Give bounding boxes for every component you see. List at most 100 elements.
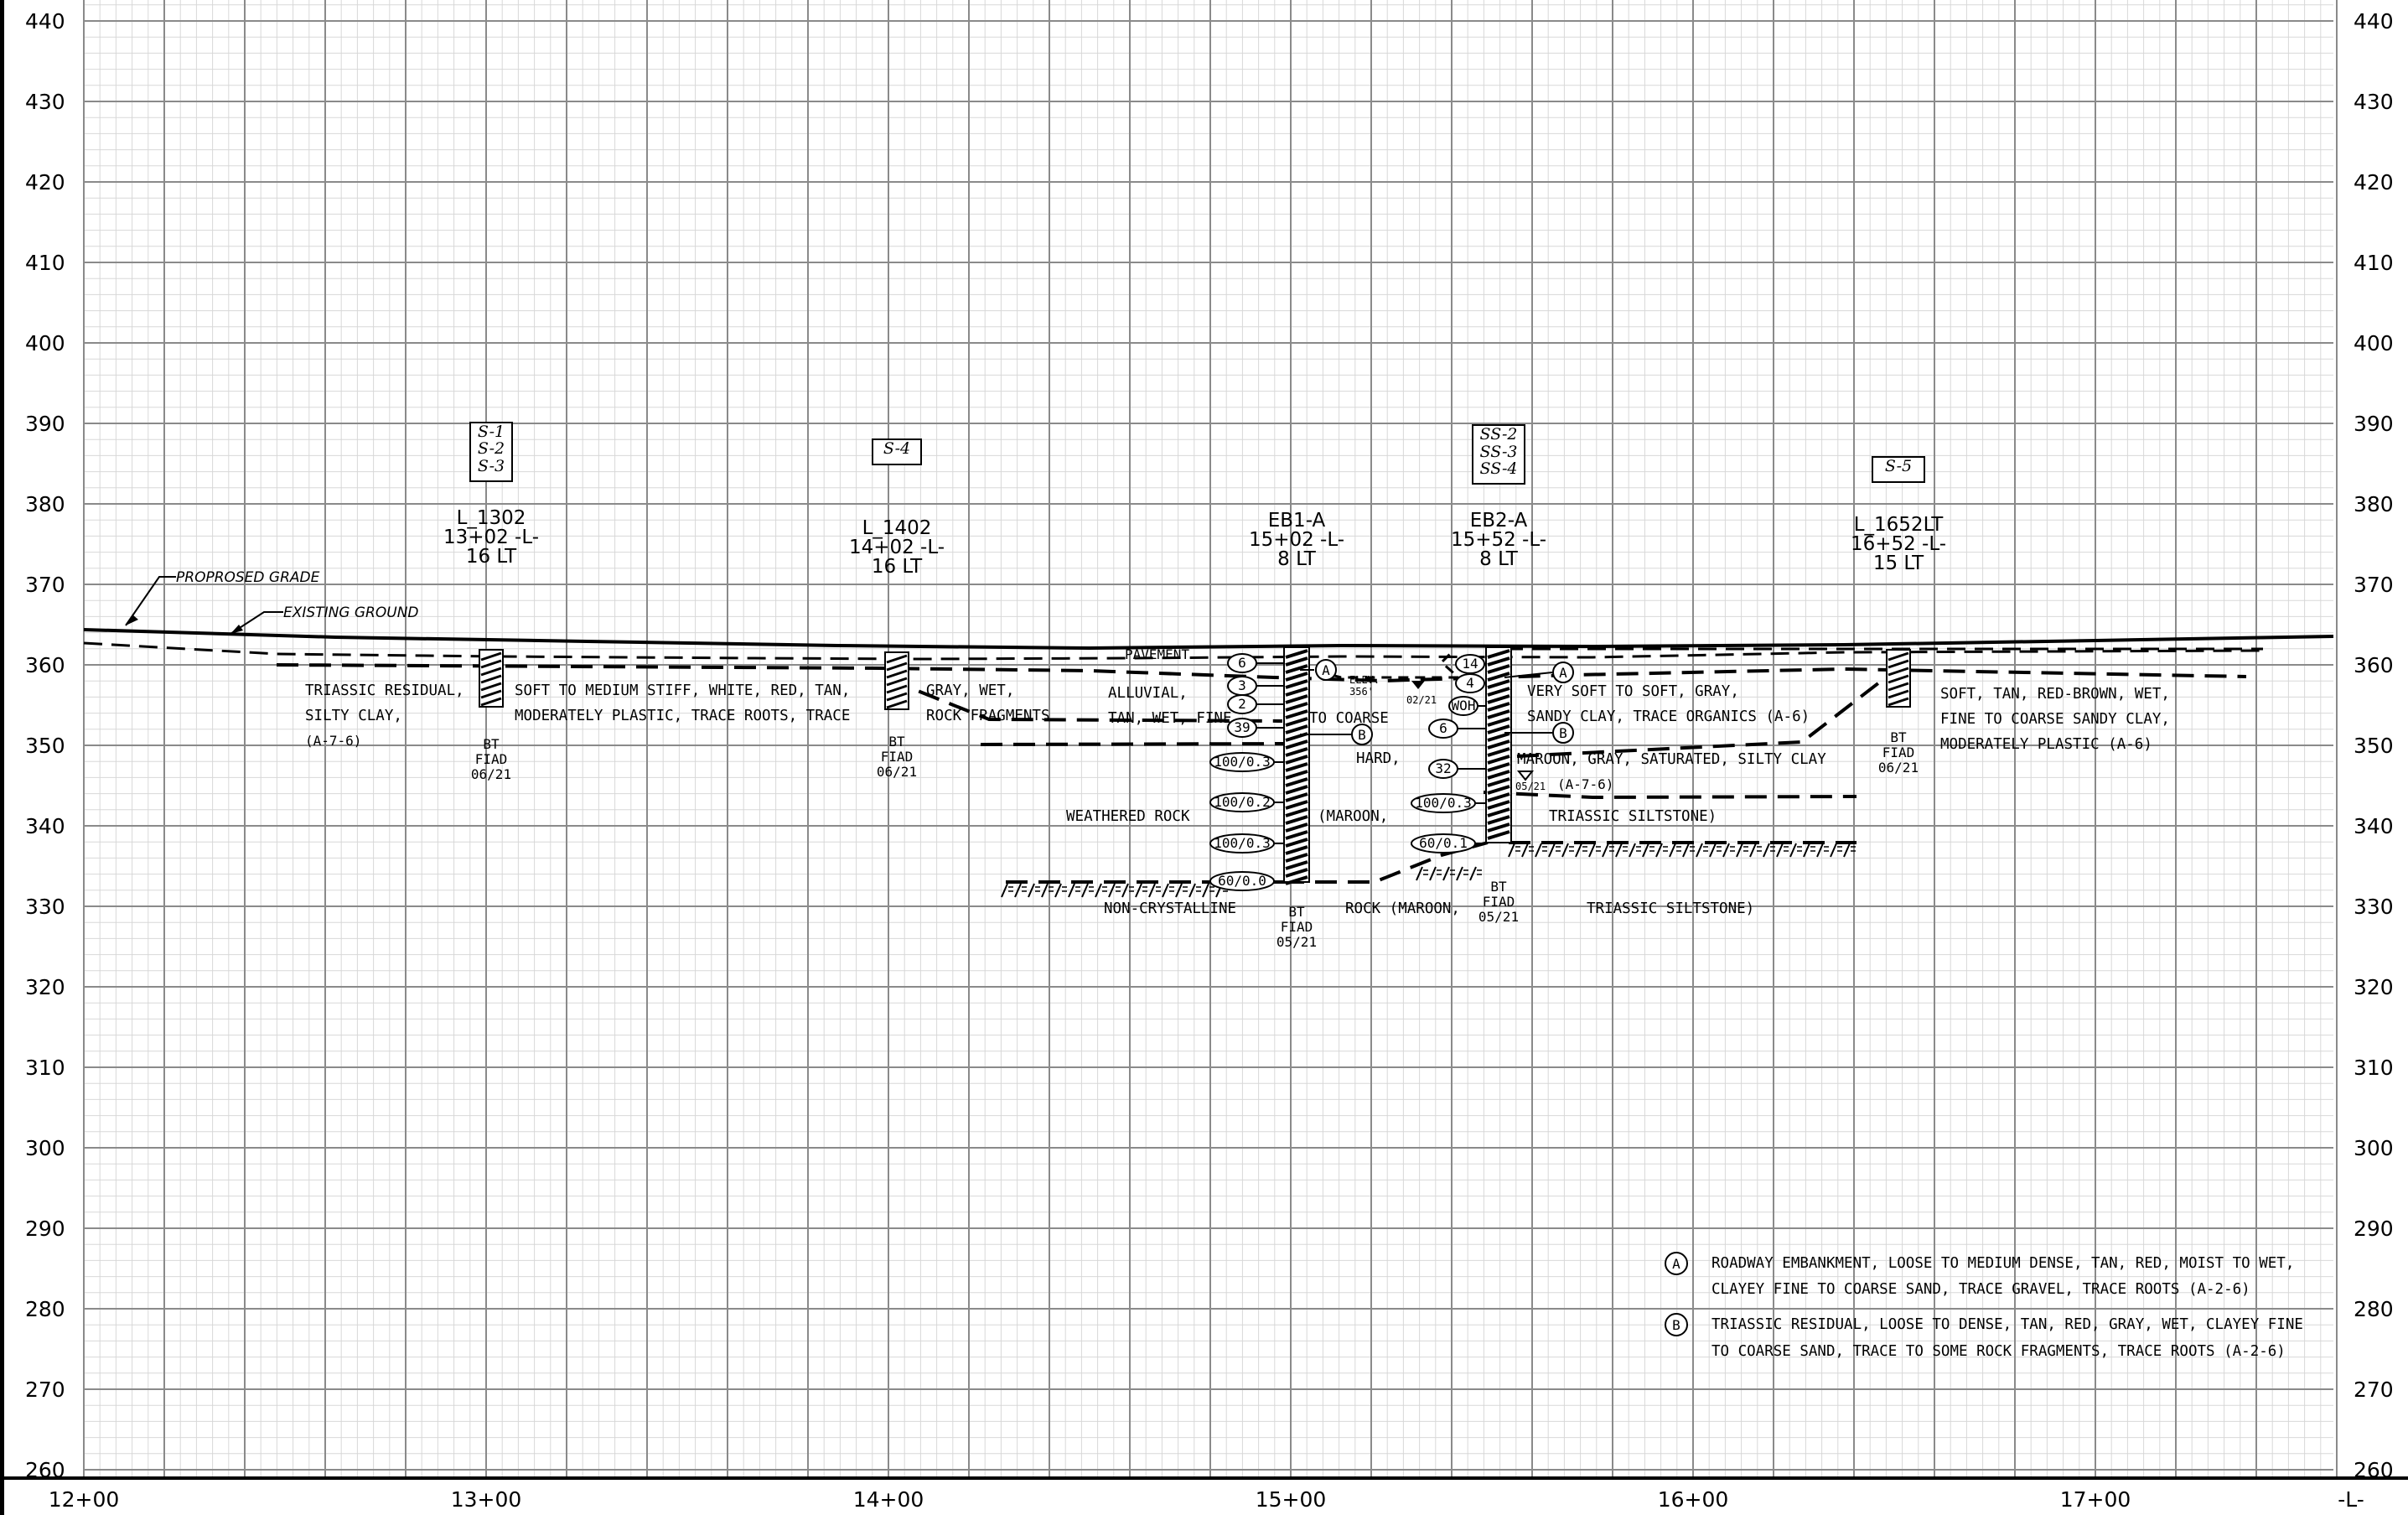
rock-line-mid bbox=[1282, 841, 1489, 884]
elevation-label: 330 bbox=[2354, 895, 2394, 919]
elevation-label: 320 bbox=[2354, 975, 2394, 999]
stratum-text: SANDY CLAY, TRACE ORGANICS (A-6) bbox=[1527, 708, 1810, 725]
stratum-text: MAROON, GRAY, SATURATED, SILTY CLAY bbox=[1517, 751, 1826, 768]
marker-b-text: B bbox=[1358, 727, 1366, 743]
boring-bt: BT bbox=[1288, 904, 1305, 920]
elevation-label: 380 bbox=[2354, 492, 2394, 516]
rock-hatch-pattern bbox=[1001, 843, 1856, 898]
station-label: 13+00 bbox=[451, 1487, 522, 1512]
stratum-text: VERY SOFT TO SOFT, GRAY, bbox=[1527, 683, 1739, 700]
boring-id: L_1402 bbox=[862, 517, 932, 539]
boring-date: 06/21 bbox=[877, 764, 917, 780]
elevation-label: 340 bbox=[25, 814, 65, 838]
legend-symbol-b: B bbox=[1672, 1317, 1680, 1333]
elevation-label: 330 bbox=[25, 895, 65, 919]
blow-count: 32 bbox=[1435, 760, 1451, 776]
marker-a bbox=[1315, 659, 1337, 681]
station-label: 17+00 bbox=[2060, 1487, 2131, 1512]
elevation-label: 420 bbox=[25, 170, 65, 195]
grade-callouts: PROPROSED GRADE EXISTING GROUND bbox=[125, 569, 419, 635]
boring-bt: BT bbox=[1490, 879, 1507, 895]
sample-label: S-4 bbox=[883, 439, 910, 458]
stratum-text: (A-7-6) bbox=[305, 733, 361, 749]
station-label: 14+00 bbox=[853, 1487, 924, 1512]
elev-label: ELEV. bbox=[1349, 674, 1380, 686]
marker-b-text: B bbox=[1559, 725, 1567, 741]
elevation-label: 380 bbox=[25, 492, 65, 516]
stratum-text: ROCK FRAGMENTS bbox=[926, 708, 1050, 724]
boring-id: EB1-A bbox=[1268, 510, 1326, 532]
blow-count: WOH bbox=[1452, 698, 1476, 713]
water-date: 05/21 bbox=[1515, 781, 1546, 792]
stratum-text: SOFT TO MEDIUM STIFF, WHITE, RED, TAN, bbox=[515, 682, 850, 699]
boring-bt: BT bbox=[483, 736, 500, 752]
stratum-text: TRIASSIC SILTSTONE) bbox=[1587, 900, 1754, 917]
boring-offset: 15 LT bbox=[1873, 553, 1924, 574]
elevation-label: 420 bbox=[2354, 170, 2394, 195]
elevation-label: 360 bbox=[2354, 653, 2394, 677]
boring-date: 06/21 bbox=[1878, 760, 1919, 776]
marker-a bbox=[1552, 662, 1574, 683]
stratum-text: MODERATELY PLASTIC (A-6) bbox=[1940, 736, 2152, 753]
blow-count: 39 bbox=[1234, 719, 1250, 735]
legend-text: ROADWAY EMBANKMENT, LOOSE TO MEDIUM DENS… bbox=[1711, 1255, 2294, 1272]
station-label: 15+00 bbox=[1256, 1487, 1327, 1512]
blow-count: 100/0.3 bbox=[1214, 754, 1270, 770]
elevation-label: 360 bbox=[25, 653, 65, 677]
elevation-label: 350 bbox=[25, 734, 65, 758]
blow-count: 14 bbox=[1462, 656, 1478, 672]
boring-offset: 16 LT bbox=[872, 556, 923, 578]
legend-text: TO COARSE SAND, TRACE TO SOME ROCK FRAGM… bbox=[1711, 1343, 2286, 1360]
stratum-boundary-alluvial bbox=[980, 742, 1292, 746]
stratum-text: TRIASSIC SILTSTONE) bbox=[1549, 808, 1717, 825]
elevation-label: 300 bbox=[2354, 1136, 2394, 1160]
blow-count: 6 bbox=[1439, 720, 1447, 736]
stratum-text: FINE TO COARSE SANDY CLAY, bbox=[1940, 711, 2170, 728]
boring-station: 16+52 -L- bbox=[1851, 533, 1946, 555]
blow-count: 100/0.3 bbox=[1415, 795, 1471, 811]
elevation-label: 350 bbox=[2354, 734, 2394, 758]
blow-count: 6 bbox=[1238, 655, 1246, 671]
elevation-label: 390 bbox=[2354, 412, 2394, 436]
boring-id: L_1302 bbox=[457, 507, 526, 529]
water-table-icon bbox=[1411, 681, 1425, 689]
elevation-label: 280 bbox=[25, 1297, 65, 1321]
elevation-axis-left: 4404304204104003903803703603503403303203… bbox=[25, 9, 65, 1482]
elevation-label: 410 bbox=[25, 251, 65, 275]
stratum-boundary-sloped bbox=[888, 677, 1283, 723]
blow-count: 3 bbox=[1238, 677, 1246, 693]
stratum-text: SILTY CLAY, bbox=[305, 708, 402, 724]
profile-grid bbox=[83, 0, 2338, 1478]
proposed-grade-line bbox=[83, 628, 2334, 651]
boring-date: 05/21 bbox=[1478, 909, 1519, 925]
boring-fiad: FIAD bbox=[881, 749, 914, 765]
legend-text: TRIASSIC RESIDUAL, LOOSE TO DENSE, TAN, … bbox=[1711, 1316, 2303, 1333]
sample-label: SS-3 bbox=[1480, 443, 1518, 461]
blow-count: 60/0.1 bbox=[1419, 835, 1468, 851]
stratum-text: MODERATELY PLASTIC, TRACE ROOTS, TRACE bbox=[515, 708, 850, 724]
sample-label: S-5 bbox=[1885, 457, 1912, 475]
water-table-icon bbox=[1516, 770, 1535, 781]
boring-bt: BT bbox=[1890, 729, 1907, 745]
boring-id: L_1652LT bbox=[1854, 514, 1944, 536]
proposed-grade-label: PROPROSED GRADE bbox=[176, 569, 320, 586]
elevation-label: 300 bbox=[25, 1136, 65, 1160]
elevation-label: 340 bbox=[2354, 814, 2394, 838]
boring-date: 06/21 bbox=[471, 766, 511, 782]
strata-descriptions: TRIASSIC RESIDUAL, SILTY CLAY, (A-7-6) S… bbox=[305, 646, 2170, 917]
elevation-label: 290 bbox=[25, 1217, 65, 1241]
boring-station: 14+02 -L- bbox=[849, 537, 945, 558]
boring-fiad: FIAD bbox=[1882, 745, 1915, 760]
stratum-text: SOFT, TAN, RED-BROWN, WET, bbox=[1940, 686, 2170, 703]
legend-text: CLAYEY FINE TO COARSE SAND, TRACE GRAVEL… bbox=[1711, 1281, 2250, 1298]
stratum-text: ROCK (MAROON, bbox=[1345, 900, 1460, 917]
alignment-label: -L- bbox=[2338, 1487, 2364, 1512]
